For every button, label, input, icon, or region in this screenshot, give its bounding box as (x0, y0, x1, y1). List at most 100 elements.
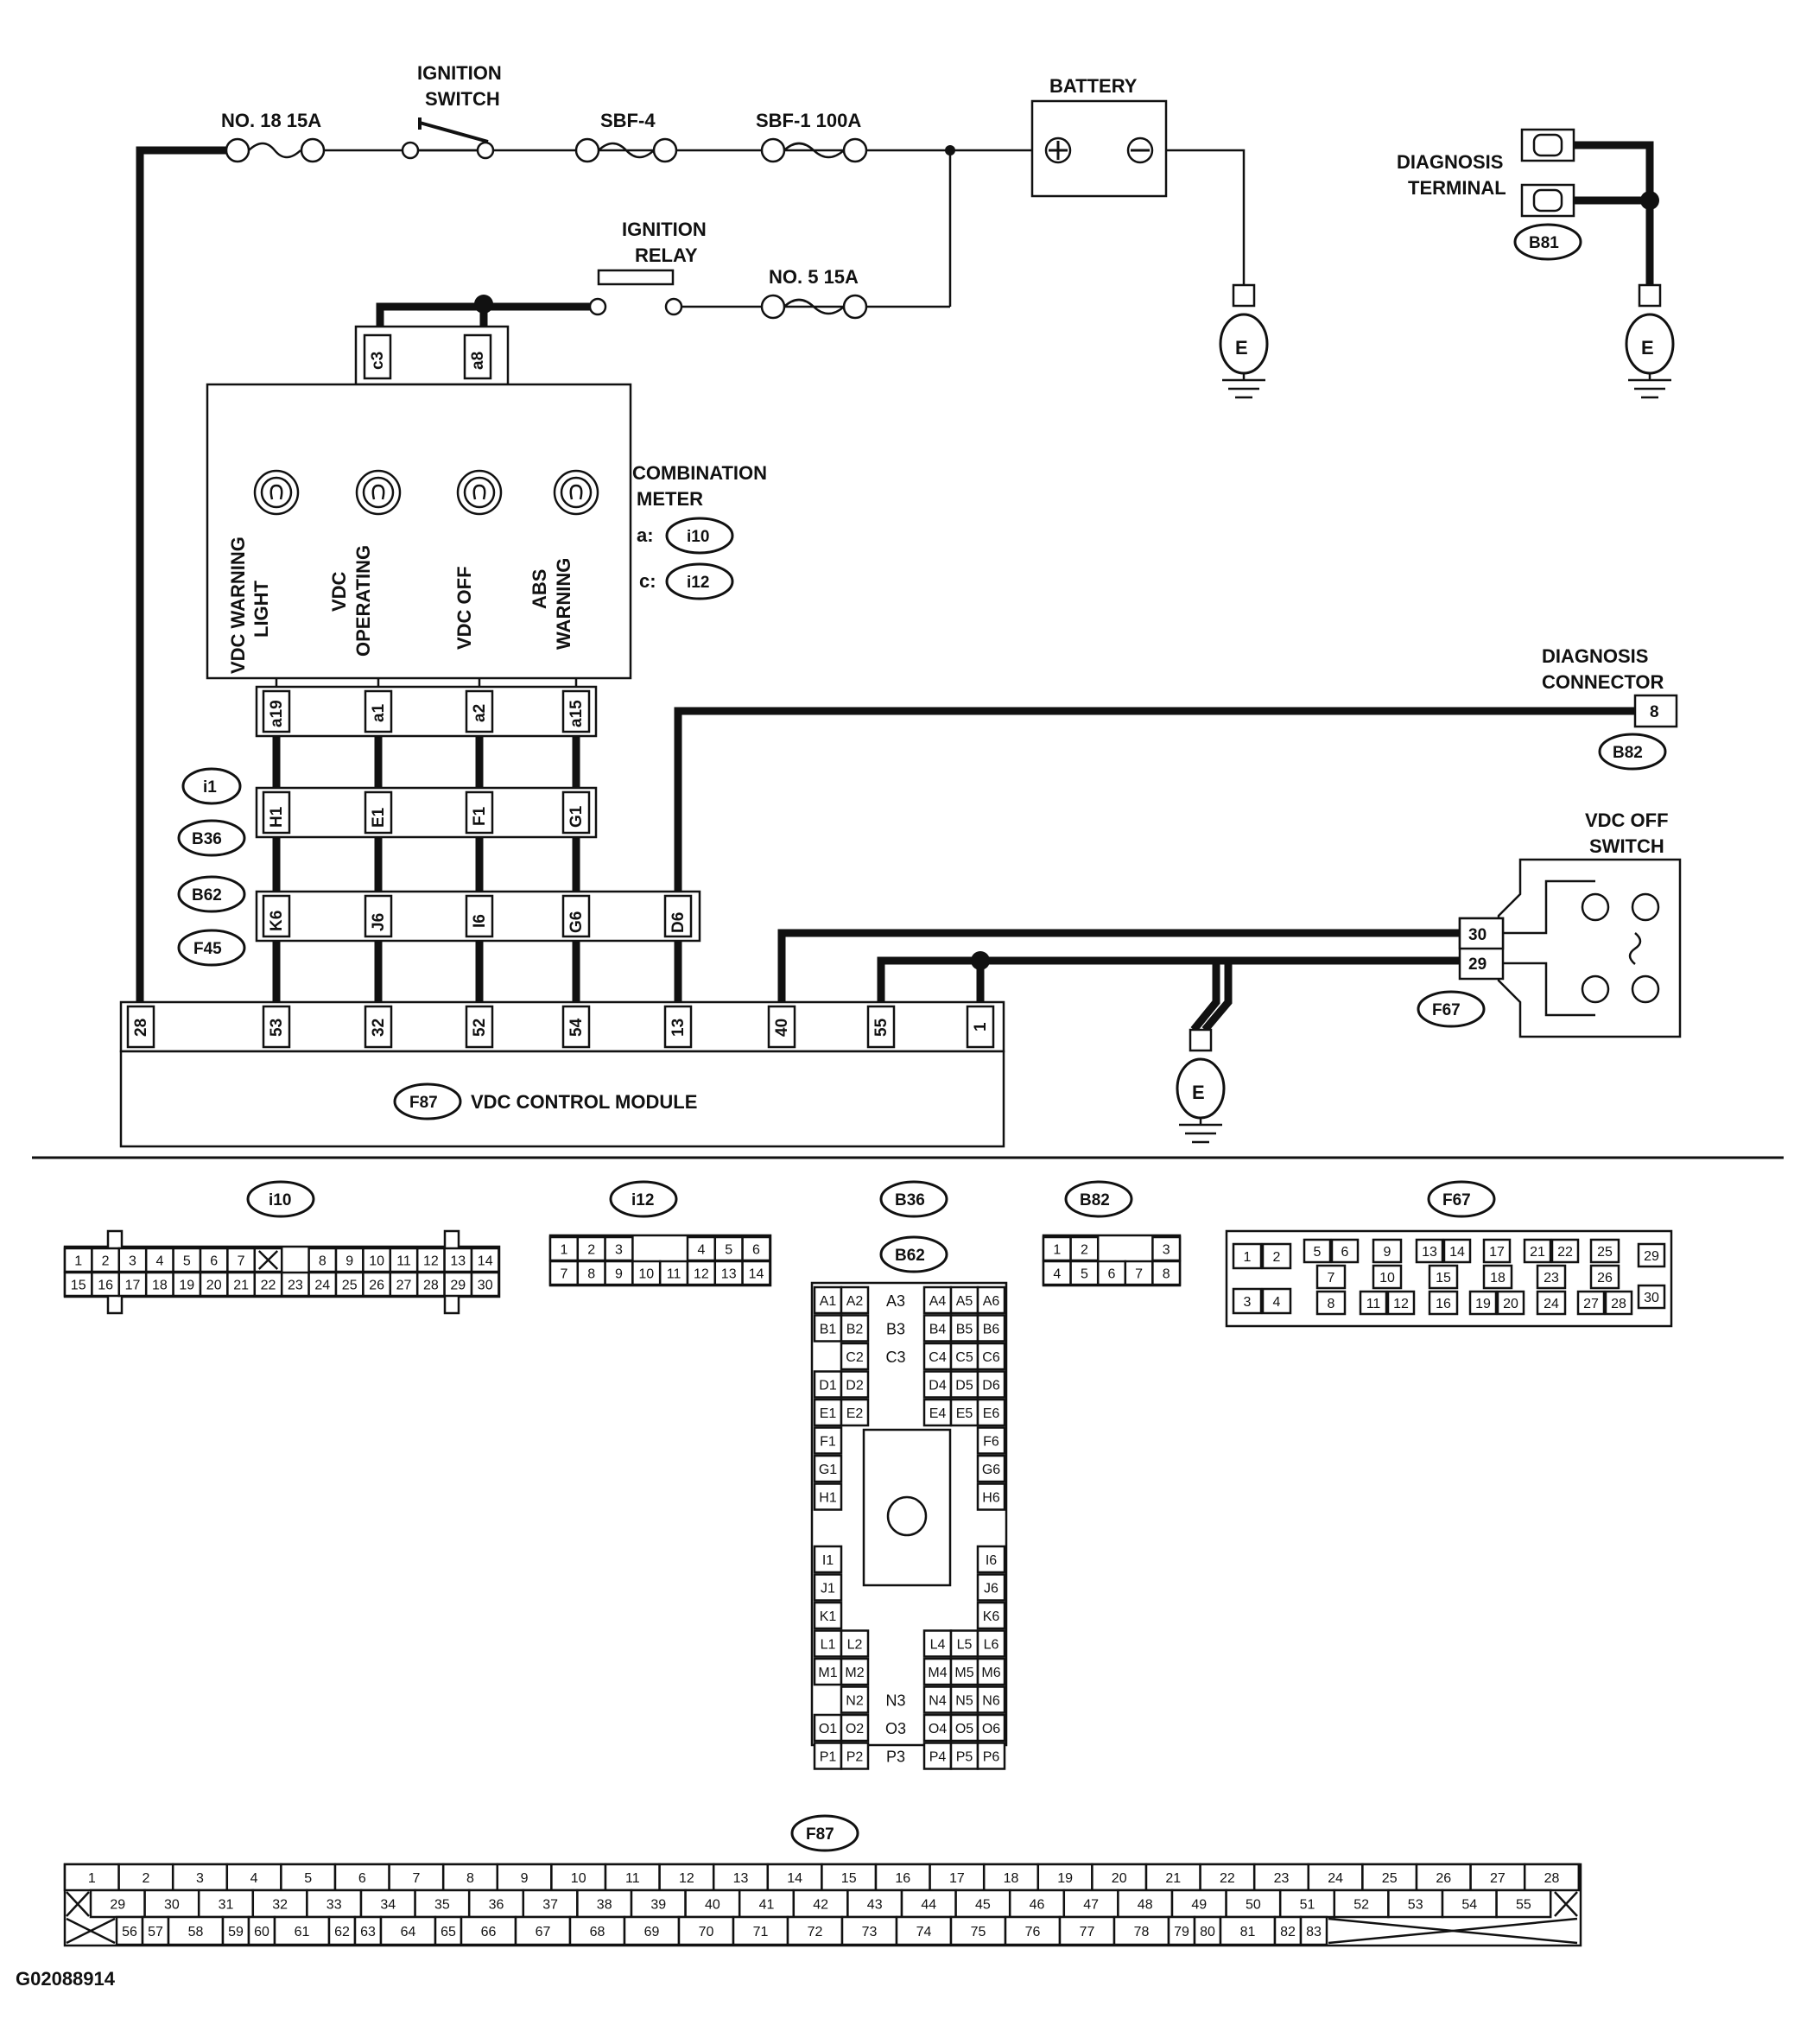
pin-number: 72 (808, 1925, 823, 1939)
switch-contact (1581, 974, 1610, 1004)
ground-e-label: E (1192, 1082, 1205, 1103)
pin-number: 4 (697, 1243, 705, 1258)
ground-module: E (1176, 1028, 1226, 1144)
pin-cell (846, 1888, 903, 1919)
pin-number: 67 (536, 1925, 551, 1939)
wire-ign-feed (136, 146, 226, 1009)
pin-cell (1468, 1290, 1498, 1316)
pin-number: D2 (846, 1379, 864, 1393)
combination-meter: c3 a8 VDC WARNING LIGHT VDC OPERATING VD… (206, 325, 767, 680)
switch-contact (1631, 892, 1660, 922)
pin-number: 7 (560, 1267, 567, 1282)
pin-number: 26 (369, 1279, 384, 1293)
ignition-switch-label: SWITCH (425, 88, 500, 110)
pin-number: 10 (1379, 1271, 1395, 1285)
ignition-relay-label: IGNITION (622, 219, 707, 240)
pin-cell (1261, 1287, 1292, 1315)
pin-cell (1273, 1915, 1303, 1946)
sbf1-label: SBF-1 100A (756, 110, 861, 131)
pin-g1: G1 (567, 805, 586, 828)
pin-cell (115, 1915, 144, 1946)
pin-number: E6 (983, 1406, 1000, 1421)
pin-number: 26 (1436, 1871, 1451, 1886)
pin-cell (1536, 1264, 1567, 1290)
pin-number: 46 (1030, 1898, 1045, 1913)
pin-k6: K6 (268, 911, 286, 931)
pin-cell (1442, 1238, 1472, 1264)
pin-cell (949, 1713, 979, 1742)
pin-cell (379, 1915, 437, 1946)
battery: BATTERY (1030, 75, 1168, 198)
pin-number: A3 (886, 1292, 905, 1310)
pin-number: 6 (210, 1254, 218, 1269)
pin-a19: a19 (268, 700, 286, 727)
connector-b62: B62 (895, 1247, 925, 1265)
diag-terminal-label: TERMINAL (1408, 177, 1506, 199)
lamp-label: WARNING (553, 558, 574, 650)
pin-cell (813, 1713, 843, 1742)
combination-meter-label: COMBINATION (632, 462, 767, 484)
pin-cell (1372, 1238, 1403, 1264)
pin-number: K6 (983, 1609, 1000, 1624)
pin-cell (1359, 1290, 1388, 1316)
pin-number: 7 (1328, 1271, 1335, 1285)
pin-cell (1604, 1290, 1633, 1316)
pin-number: B6 (983, 1323, 1000, 1337)
pin-cell (900, 1888, 957, 1919)
pin-cell (1482, 1238, 1512, 1264)
pin-number: 83 (1306, 1925, 1322, 1939)
pin-cell (922, 1713, 953, 1742)
pin-number: N6 (982, 1694, 1000, 1709)
wire-ground-f87 (1201, 961, 1233, 1032)
pin-f67-30: 30 (1468, 926, 1487, 944)
pin-number: D6 (982, 1379, 1000, 1393)
pin-number: 23 (288, 1279, 303, 1293)
pin-number: 6 (358, 1871, 366, 1886)
pin-cell (741, 1235, 771, 1262)
pin-number: 51 (1300, 1898, 1315, 1913)
pin-number: 12 (694, 1267, 709, 1282)
pin-number: 55 (1516, 1898, 1531, 1913)
pin-cell (1415, 1863, 1472, 1892)
pin-number: 34 (380, 1898, 396, 1913)
pin-number: 20 (1112, 1871, 1127, 1886)
pin-number: 17 (125, 1279, 141, 1293)
pin-number: 13 (721, 1267, 737, 1282)
pin-cell (922, 1314, 953, 1343)
pin-number: 79 (1174, 1925, 1189, 1939)
blank-pin-cross (66, 1891, 90, 1917)
pin-number: 14 (478, 1254, 493, 1269)
pin-number: 54 (1461, 1898, 1477, 1913)
pin-number: 27 (396, 1279, 412, 1293)
pin-number: C3 (885, 1349, 905, 1366)
pin-m54: 54 (567, 1018, 586, 1037)
lamp-label: OPERATING (352, 545, 374, 657)
pin-number: 60 (254, 1925, 269, 1939)
pin-number: 74 (916, 1925, 932, 1939)
pin-cell (1303, 1238, 1332, 1264)
pin-a15: a15 (567, 700, 586, 727)
pin-number: L6 (984, 1638, 999, 1653)
pin-number: M4 (928, 1666, 947, 1680)
pin-number: P4 (929, 1750, 947, 1765)
pin-number: G1 (819, 1463, 837, 1477)
pin-cell (1117, 1888, 1174, 1919)
pin-number: 78 (1134, 1925, 1150, 1939)
pin-number: F6 (983, 1435, 999, 1450)
connector-f67: F67 (1442, 1191, 1471, 1209)
pin-number: 81 (1240, 1925, 1256, 1939)
pin-number: 5 (1314, 1245, 1322, 1260)
pin-number: 16 (1436, 1297, 1451, 1311)
pin-cell (874, 1863, 931, 1892)
fuse-no18-label: NO. 18 15A (221, 110, 321, 131)
lamp-vdc-operating (355, 469, 402, 516)
pin-cell (813, 1398, 843, 1427)
pin-cell (470, 1247, 500, 1273)
pin-cell (199, 1247, 229, 1273)
pin-a1: a1 (370, 703, 388, 722)
pin-number: N2 (846, 1694, 864, 1709)
meter-c-label: c: (639, 570, 656, 592)
pin-cell (713, 1260, 744, 1286)
